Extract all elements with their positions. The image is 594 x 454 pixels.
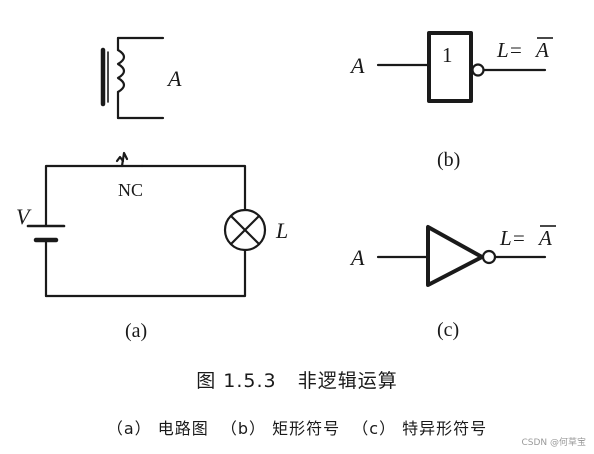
figure-subtitle: （a） 电路图 （b） 矩形符号 （c） 特异形符号 xyxy=(106,419,488,438)
nc-contact xyxy=(115,151,144,168)
output-label-c: L= xyxy=(499,226,526,250)
source-label: V xyxy=(16,204,32,229)
lamp xyxy=(223,208,267,252)
relay-coil xyxy=(100,36,165,120)
lamp-label: L xyxy=(275,218,288,243)
circuit-wire xyxy=(44,164,247,298)
coil-label: A xyxy=(166,66,182,91)
not-gate-rectangular xyxy=(376,31,547,103)
battery-source xyxy=(26,224,66,243)
figure-title: 图 1.5.3 非逻辑运算 xyxy=(196,370,398,392)
output-overbar-letter-b: A xyxy=(534,38,549,62)
not-gate-distinctive xyxy=(376,225,547,287)
caption-b: (b) xyxy=(437,149,460,171)
caption-a: (a) xyxy=(125,320,147,342)
input-label-c: A xyxy=(349,245,365,270)
gate-symbol-one: 1 xyxy=(442,43,453,67)
watermark-text: CSDN @何草宝 xyxy=(521,438,586,448)
contact-label: NC xyxy=(118,180,143,200)
caption-c: (c) xyxy=(437,319,459,341)
output-label-b: L= xyxy=(496,38,523,62)
input-label-b: A xyxy=(349,53,365,78)
output-overbar-letter-c: A xyxy=(537,226,552,250)
